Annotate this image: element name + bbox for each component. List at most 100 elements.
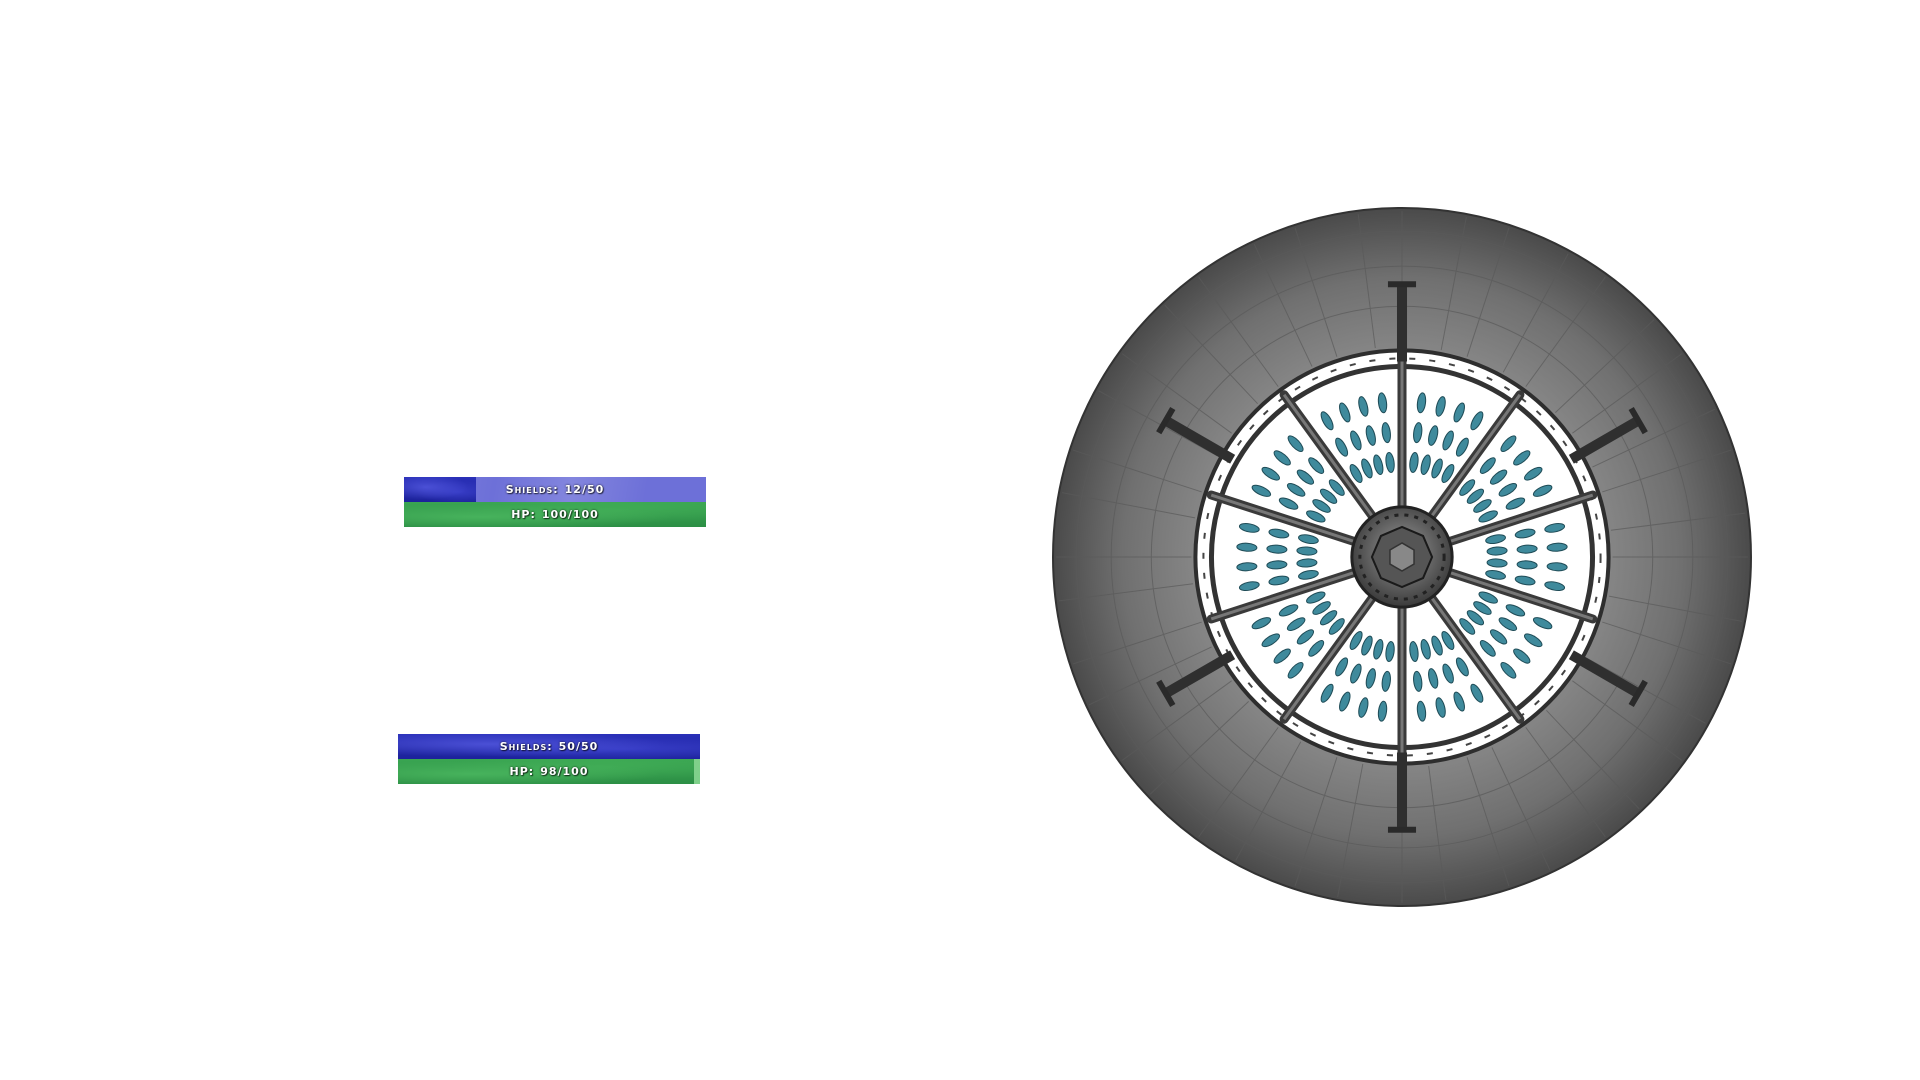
cargo-pod bbox=[1420, 454, 1431, 475]
cargo-pod bbox=[1377, 392, 1388, 414]
cargo-pod bbox=[1296, 558, 1318, 568]
hp-bar-fill bbox=[404, 502, 706, 527]
cargo-pod bbox=[1350, 430, 1362, 451]
cargo-pod bbox=[1479, 457, 1496, 474]
cargo-pod bbox=[1377, 700, 1388, 722]
cargo-pod bbox=[1286, 617, 1306, 632]
cargo-pod bbox=[1296, 469, 1315, 485]
cargo-pod bbox=[1266, 544, 1288, 554]
cargo-pod bbox=[1335, 437, 1349, 457]
cargo-pod bbox=[1470, 683, 1484, 703]
cargo-pod bbox=[1500, 435, 1517, 452]
cargo-pod bbox=[1373, 639, 1384, 660]
cargo-pod bbox=[1320, 411, 1334, 431]
shield-text: Shields:12/50 bbox=[404, 477, 706, 502]
cargo-pod bbox=[1486, 546, 1508, 556]
cargo-pod bbox=[1361, 635, 1373, 656]
cargo-pod bbox=[1298, 569, 1319, 580]
cargo-pod bbox=[1532, 617, 1553, 630]
cargo-pod bbox=[1416, 392, 1427, 414]
cargo-pod bbox=[1498, 482, 1518, 497]
cargo-pod bbox=[1513, 648, 1531, 664]
cargo-pod bbox=[1516, 560, 1538, 570]
cargo-pod bbox=[1442, 663, 1454, 684]
cargo-pod bbox=[1278, 497, 1299, 510]
docking-arm bbox=[1163, 650, 1236, 698]
cargo-pod bbox=[1514, 528, 1536, 539]
station-spokes bbox=[1206, 351, 1598, 763]
cargo-pod bbox=[1381, 422, 1391, 444]
cargo-pod bbox=[1296, 629, 1315, 645]
hp-bar: HP:98/100 bbox=[398, 759, 700, 784]
cargo-pod bbox=[1339, 691, 1351, 712]
cargo-pod bbox=[1238, 581, 1260, 591]
cargo-pod bbox=[1466, 488, 1485, 504]
cargo-pod bbox=[1466, 610, 1485, 626]
cargo-pod bbox=[1516, 544, 1538, 554]
docking-arm bbox=[1568, 650, 1641, 698]
cargo-pod bbox=[1500, 662, 1517, 679]
cargo-pod bbox=[1358, 697, 1369, 718]
shield-value: 50/50 bbox=[558, 740, 599, 753]
hp-bar: HP:100/100 bbox=[404, 502, 706, 527]
cargo-pod bbox=[1470, 411, 1484, 431]
shield-bar-fill bbox=[404, 477, 477, 502]
cargo-pod bbox=[1287, 435, 1304, 452]
cargo-pod bbox=[1385, 452, 1395, 473]
cargo-pod bbox=[1312, 601, 1331, 615]
cargo-pod bbox=[1268, 528, 1290, 539]
cargo-pod bbox=[1349, 464, 1363, 484]
cargo-pod bbox=[1478, 591, 1498, 604]
cargo-pod bbox=[1498, 617, 1518, 632]
cargo-pod bbox=[1441, 630, 1455, 650]
cargo-pod bbox=[1273, 648, 1291, 664]
cargo-pod bbox=[1420, 639, 1431, 660]
cargo-pod bbox=[1273, 450, 1291, 466]
cargo-pod bbox=[1381, 670, 1391, 692]
cargo-pod bbox=[1320, 683, 1334, 703]
cargo-pod bbox=[1306, 510, 1326, 523]
cargo-pod bbox=[1266, 560, 1288, 570]
cargo-pod bbox=[1261, 466, 1280, 481]
cargo-pod bbox=[1236, 542, 1258, 552]
hp-text: HP:100/100 bbox=[404, 502, 706, 527]
cargo-pod bbox=[1435, 396, 1446, 417]
station-hub[interactable] bbox=[1350, 505, 1454, 609]
cargo-pod bbox=[1287, 662, 1304, 679]
space-station[interactable] bbox=[1051, 206, 1753, 908]
cargo-pod bbox=[1546, 542, 1568, 552]
cargo-pod bbox=[1505, 497, 1526, 510]
cargo-pod bbox=[1350, 663, 1362, 684]
cargo-pod bbox=[1319, 610, 1338, 626]
cargo-pod bbox=[1524, 633, 1543, 648]
shield-bar: Shields:12/50 bbox=[404, 477, 706, 502]
cargo-pod bbox=[1373, 454, 1384, 475]
cargo-pod bbox=[1238, 523, 1260, 533]
hp-label: HP: bbox=[511, 508, 536, 521]
shield-bar: Shields:50/50 bbox=[398, 734, 700, 759]
cargo-pod bbox=[1473, 499, 1492, 513]
docking-arm bbox=[1163, 416, 1236, 464]
cargo-pod bbox=[1298, 534, 1319, 545]
cargo-pod bbox=[1409, 641, 1419, 662]
cargo-pod bbox=[1236, 562, 1258, 572]
cargo-pod bbox=[1413, 422, 1423, 444]
docking-arms bbox=[1156, 281, 1648, 833]
cargo-pod bbox=[1485, 569, 1506, 580]
hp-text: HP:98/100 bbox=[398, 759, 700, 784]
cargo-pod bbox=[1409, 452, 1419, 473]
cargo-pod bbox=[1453, 402, 1465, 423]
cargo-pod bbox=[1514, 575, 1536, 586]
unit-status-panel: Shields:12/50 HP:100/100 bbox=[404, 477, 706, 527]
cargo-pod bbox=[1544, 581, 1566, 591]
cargo-pod bbox=[1532, 484, 1553, 497]
shield-value: 12/50 bbox=[564, 483, 605, 496]
cargo-pod bbox=[1455, 437, 1469, 457]
cargo-pod bbox=[1358, 396, 1369, 417]
unit-status-panel: Shields:50/50 HP:98/100 bbox=[398, 734, 700, 784]
cargo-pod bbox=[1306, 591, 1326, 604]
cargo-pod bbox=[1441, 464, 1455, 484]
cargo-pod bbox=[1485, 534, 1506, 545]
cargo-pod bbox=[1489, 469, 1508, 485]
